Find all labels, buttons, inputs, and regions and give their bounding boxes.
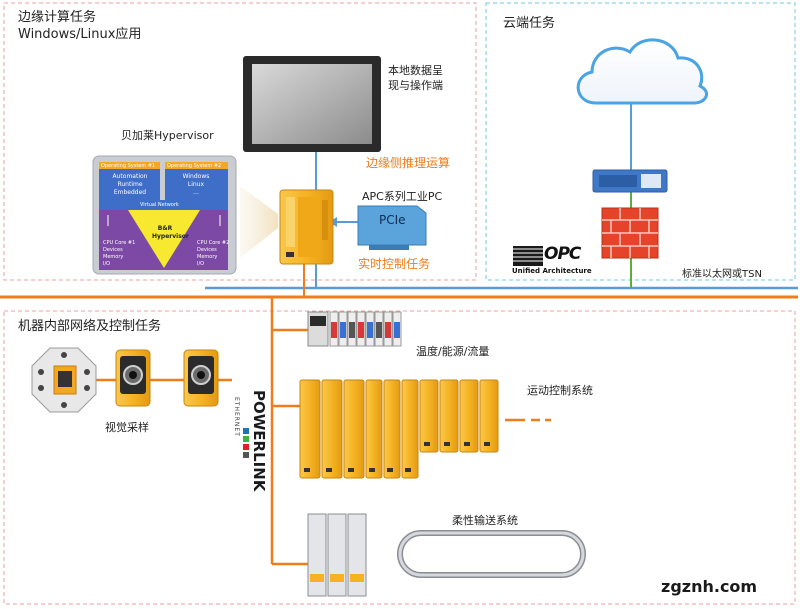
realtime-label: 实时控制任务 — [358, 257, 431, 271]
opc-logo-graphic — [513, 246, 543, 266]
motion-label: 运动控制系统 — [527, 384, 593, 397]
cloud-region-box — [485, 2, 796, 281]
conveyor-label: 柔性输送系统 — [452, 514, 518, 527]
cloud-shape — [576, 38, 709, 105]
industrial-pc — [279, 189, 334, 265]
io-modules — [307, 311, 402, 347]
hypervisor-title: 贝加莱Hypervisor — [121, 129, 214, 142]
display-label-line1: 本地数据呈 — [388, 64, 443, 77]
display-label-line2: 现与操作端 — [388, 79, 443, 92]
vision-label: 视觉采样 — [105, 421, 149, 434]
vision-light-ring — [31, 347, 97, 413]
hypervisor-graphic — [92, 155, 237, 275]
cpu2-text: CPU Core #2 Devices Memory I/O — [197, 240, 230, 267]
opc-logo-subtext: Unified Architecture — [512, 267, 592, 275]
hypervisor-core-label: B&R Hypervisor — [152, 225, 189, 240]
edge-inference-label: 边缘侧推理运算 — [366, 156, 451, 170]
os2-text: Windows Linux ... — [182, 173, 210, 196]
network-switch — [592, 169, 668, 193]
firewall — [601, 207, 659, 259]
pcie-card — [357, 205, 427, 250]
display-monitor — [243, 56, 381, 152]
edge-region-title: 边缘计算任务 — [18, 10, 97, 25]
machine-region-title: 机器内部网络及控制任务 — [18, 319, 162, 334]
cloud-region-title: 云端任务 — [503, 16, 556, 31]
pcie-label: PCIe — [379, 213, 406, 227]
motion-drives — [299, 379, 499, 479]
projection-cone — [240, 186, 278, 258]
virtual-network-label: Virtual Network — [140, 202, 179, 208]
watermark: zgznh.com — [661, 577, 758, 596]
edge-region-subtitle: Windows/Linux应用 — [18, 27, 142, 42]
opc-logo-text: OPC — [544, 244, 581, 264]
cpu1-text: CPU Core #1 Devices Memory I/O — [103, 240, 136, 267]
apc-label: APC系列工业PC — [362, 190, 443, 203]
tsn-label: 标准以太网或TSN — [682, 269, 762, 280]
os1-header: Operating System #1 — [101, 163, 156, 169]
smart-camera-1 — [115, 349, 151, 407]
powerlink-small-text: ETHERNET — [233, 397, 240, 437]
conveyor-drives — [307, 513, 367, 597]
conveyor-track — [397, 530, 586, 578]
smart-camera-2 — [183, 349, 219, 407]
powerlink-color-bar — [243, 428, 249, 458]
powerlink-logo-text: POWERLINK — [250, 390, 268, 492]
edge-region-box — [3, 2, 477, 281]
os1-text: Automation Runtime Embedded — [112, 173, 148, 196]
io-label: 温度/能源/流量 — [416, 345, 490, 358]
machine-region-box — [3, 310, 796, 605]
os2-header: Operating System #2 — [167, 163, 222, 169]
